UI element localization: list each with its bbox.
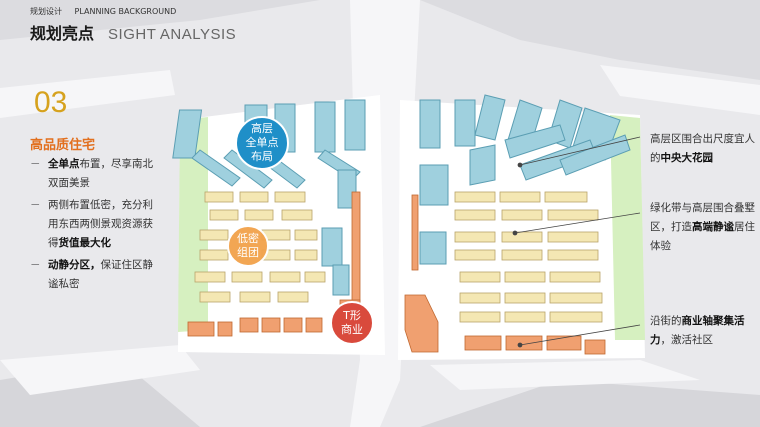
section-title: 高品质住宅 — [30, 138, 96, 153]
bullet-text: 保证住区静谧私密 — [48, 259, 153, 290]
highrise-circle — [235, 116, 289, 170]
bullet-text: 布置，尽享南北双面美景 — [48, 158, 153, 189]
annotation-bold: 商业轴聚集活力 — [650, 315, 745, 346]
annotation-text: 沿街的 — [650, 315, 682, 327]
lowrise-circle — [227, 225, 269, 267]
villa-group-east — [454, 191, 603, 323]
annotation-commerce: 沿街的商业轴聚集活力，激活社区 — [650, 312, 758, 350]
bullet-text: 两侧布置低密，充分利用东西两侧景观资源获得 — [48, 199, 153, 249]
annotation-text: ，激活社区 — [660, 334, 714, 346]
bullet-dash: － — [30, 199, 41, 211]
highrise-group-east — [419, 94, 631, 265]
circle-text: 商业 — [341, 323, 363, 336]
bullet-dash: － — [30, 259, 41, 271]
page-title-cn: 规划亮点 — [30, 24, 95, 43]
annotation-villa: 绿化带与高层围合叠墅区，打造高端静谧居住体验 — [650, 199, 758, 256]
commerce-circle-label: T形 商业 — [331, 302, 373, 344]
annotation-text: 居住体验 — [650, 221, 755, 252]
bullet-dash: － — [30, 158, 41, 170]
circle-text: 低密 — [237, 232, 259, 245]
commercial-group — [187, 191, 606, 355]
bullet-bold: 动静分区， — [48, 259, 101, 271]
villa-group-west — [194, 191, 326, 303]
bullet-item-1: － 全单点布置，尽享南北双面美景 — [30, 155, 160, 193]
header-label-cn: 规划设计 — [30, 7, 62, 16]
bullet-list: － 全单点布置，尽享南北双面美景 － 两侧布置低密，充分利用东西两侧景观资源获得… — [30, 155, 160, 297]
header-labels: 规划设计 PLANNING BACKGROUND — [30, 6, 186, 17]
green-belt-east — [610, 115, 645, 340]
circle-text: T形 — [343, 309, 361, 322]
header-label-en: PLANNING BACKGROUND — [74, 7, 177, 16]
annotation-bold: 中央大花园 — [660, 152, 714, 164]
lowrise-circle-label: 低密 组团 — [228, 226, 268, 266]
annotation-leaders — [512, 136, 641, 348]
bullet-item-3: － 动静分区，保证住区静谧私密 — [30, 256, 160, 294]
bullet-bold: 全单点 — [48, 158, 80, 170]
commerce-circle — [330, 301, 374, 345]
highrise-circle-label: 高层 全单点 布局 — [236, 117, 288, 169]
bullet-item-2: － 两侧布置低密，充分利用东西两侧景观资源获得货值最大化 — [30, 196, 160, 253]
section-number: 03 — [34, 86, 68, 119]
page-subtitle: SIGHT ANALYSIS — [108, 26, 237, 43]
annotation-text: 高层区围合出尺度宜人的 — [650, 133, 755, 164]
bullet-bold: 货值最大化 — [58, 237, 112, 249]
circle-text: 组团 — [237, 246, 259, 259]
annotation-text: 绿化带与高层围合叠墅区，打造 — [650, 202, 755, 233]
circle-text: 布局 — [251, 150, 273, 163]
annotation-bold: 高端静谧 — [692, 221, 734, 233]
circle-text: 高层 — [251, 122, 273, 135]
page-title: 规划亮点 SIGHT ANALYSIS — [30, 20, 236, 44]
annotation-garden: 高层区围合出尺度宜人的中央大花园 — [650, 130, 758, 168]
circle-text: 全单点 — [245, 136, 279, 149]
